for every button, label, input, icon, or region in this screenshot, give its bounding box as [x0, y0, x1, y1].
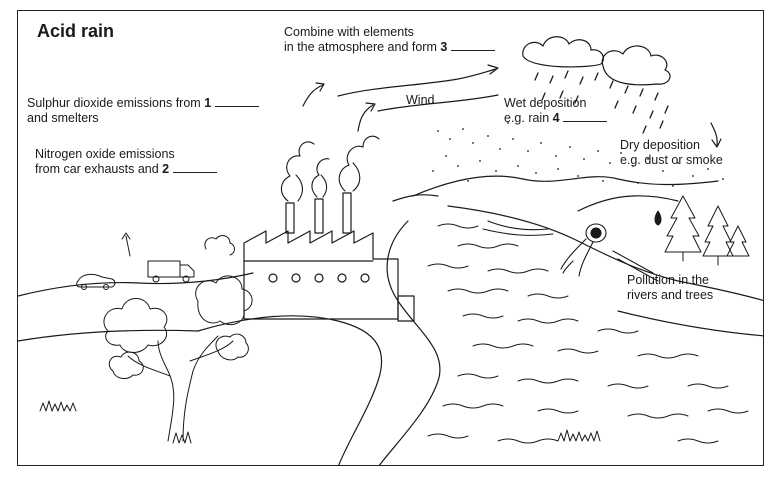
label-wet-number: 4	[552, 111, 560, 125]
label-pollution-line2: rivers and trees	[627, 288, 714, 302]
pine-trees	[654, 195, 750, 266]
label-pollution-line1: Pollution in the	[627, 273, 710, 287]
river-waves	[427, 223, 749, 444]
label-sulphur-line2: and smelters	[27, 111, 99, 125]
answer-blank-3	[450, 40, 495, 51]
smoke-plumes	[280, 135, 380, 202]
label-wet-deposition: Wet deposition e.g. rain 4	[504, 96, 608, 126]
dry-deposition-arrow	[710, 122, 718, 146]
answer-blank-4	[563, 111, 608, 122]
label-combine: Combine with elements in the atmosphere …	[284, 25, 495, 55]
label-combine-line2: in the atmosphere and form	[284, 40, 437, 54]
river-bank-left	[378, 220, 441, 465]
label-wet-line2: e.g. rain	[504, 111, 550, 125]
foreground-hill	[197, 315, 383, 465]
drain-outflow	[482, 220, 659, 282]
label-wet-line1: Wet deposition	[504, 96, 587, 110]
label-wind: Wind	[406, 93, 435, 107]
foreground-ground	[18, 329, 199, 342]
answer-blank-1	[214, 96, 259, 107]
label-dry-line2: e.g. dust or smoke	[620, 153, 723, 167]
label-dry-deposition: Dry deposition e.g. dust or smoke	[620, 138, 723, 168]
rain-drops	[534, 70, 669, 134]
label-nitrogen-number: 2	[162, 162, 170, 176]
grass-tufts	[39, 400, 601, 444]
left-hill	[18, 272, 254, 297]
diagram-title: Acid rain	[37, 21, 115, 41]
foreground-tree	[103, 275, 253, 442]
car-and-truck	[76, 232, 235, 290]
far-hill-right	[577, 195, 679, 212]
wind-arrows	[302, 64, 499, 132]
label-combine-number: 3	[440, 40, 448, 54]
label-sulphur-number: 1	[204, 96, 212, 110]
river-bank-right-lower	[617, 310, 763, 337]
hill-behind-factory	[392, 194, 439, 202]
factory	[243, 192, 415, 322]
answer-blank-2	[172, 162, 217, 173]
diagram-frame: Acid rain Combine with elements in the a…	[17, 10, 764, 466]
label-pollution: Pollution in the rivers and trees	[627, 273, 713, 303]
distant-hills	[412, 175, 719, 197]
label-sulphur: Sulphur dioxide emissions from 1 and sme…	[27, 96, 259, 126]
rain-clouds	[522, 36, 671, 86]
label-nitrogen-line2: from car exhausts and	[35, 162, 159, 176]
label-nitrogen: Nitrogen oxide emissions from car exhaus…	[35, 147, 217, 177]
dry-deposition-arrowhead	[711, 138, 722, 148]
dust-particles	[432, 122, 724, 187]
label-combine-line1: Combine with elements	[284, 25, 414, 39]
river-bank-right	[447, 205, 763, 302]
acid-rain-illustration	[18, 36, 763, 465]
label-dry-line1: Dry deposition	[620, 138, 700, 152]
label-sulphur-line1: Sulphur dioxide emissions from	[27, 96, 201, 110]
label-nitrogen-line1: Nitrogen oxide emissions	[35, 147, 175, 161]
